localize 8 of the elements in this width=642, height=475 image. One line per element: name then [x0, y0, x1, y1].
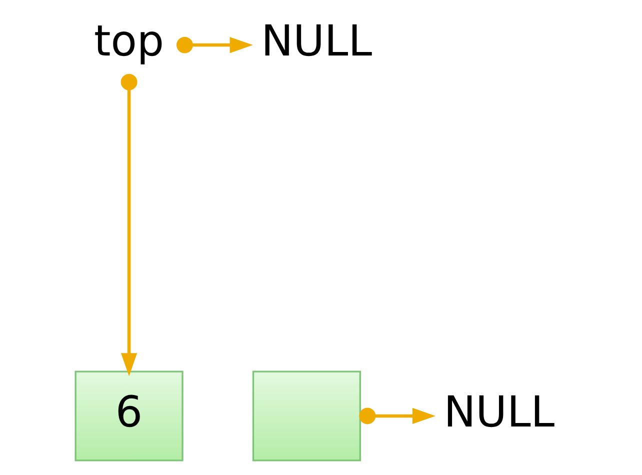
node-text: NULL: [260, 16, 372, 66]
node-box: 6: [74, 370, 183, 462]
arrow: [358, 408, 435, 424]
arrow: [120, 74, 137, 376]
node-box: [252, 370, 360, 462]
arrow: [176, 36, 252, 54]
node-text: NULL: [443, 387, 554, 438]
node-text: top: [94, 16, 164, 66]
